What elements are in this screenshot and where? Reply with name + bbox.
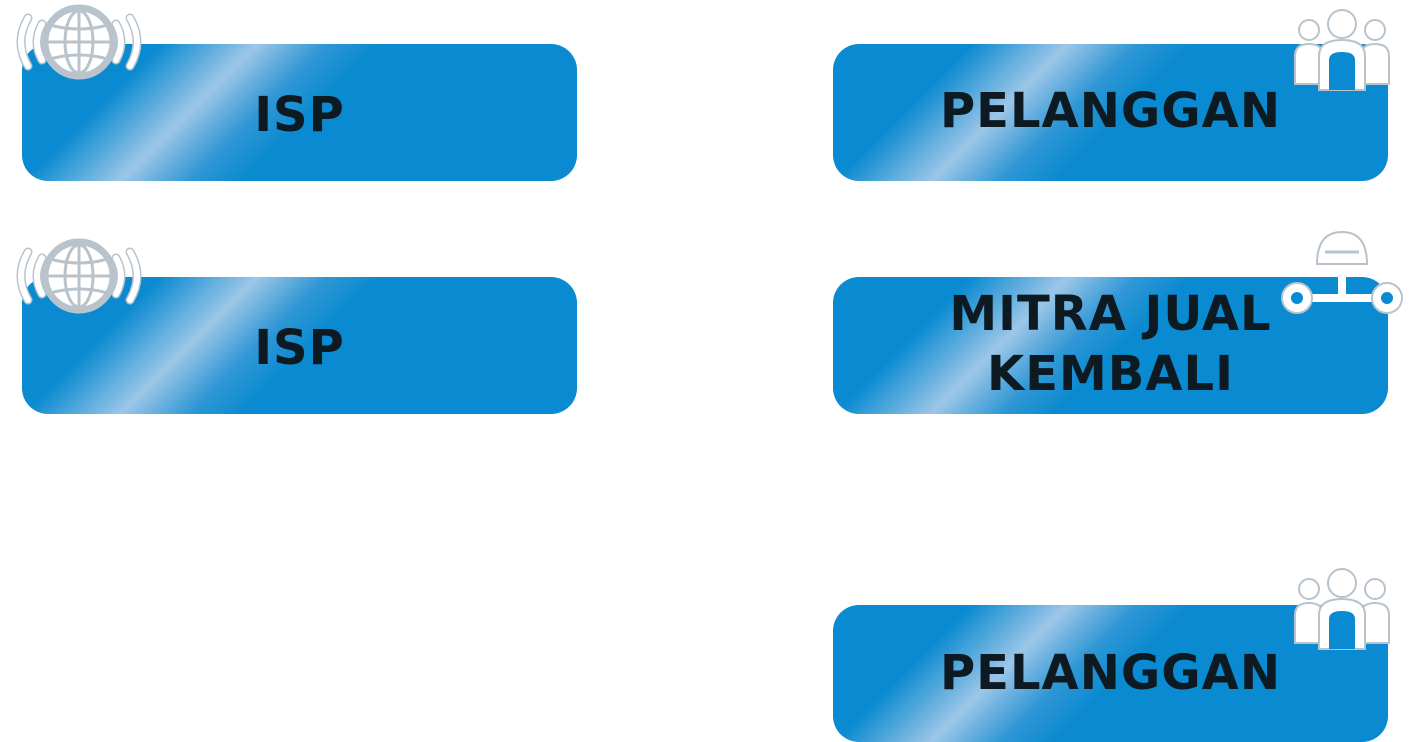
node-isp-top: ISP [22,44,577,181]
node-label: MITRA JUAL KEMBALI [949,285,1272,402]
node-label: ISP [254,86,345,143]
network-hub-icon [1277,226,1407,322]
node-label: PELANGGAN [940,82,1281,139]
people-group-icon [1293,567,1391,651]
node-label: ISP [254,319,345,376]
globe-signal-icon [8,236,150,316]
people-group-icon [1293,8,1391,92]
node-label: PELANGGAN [940,644,1281,701]
node-pelanggan-bottom: PELANGGAN [833,605,1388,742]
node-isp-bottom: ISP [22,277,577,414]
globe-signal-icon [8,2,150,82]
